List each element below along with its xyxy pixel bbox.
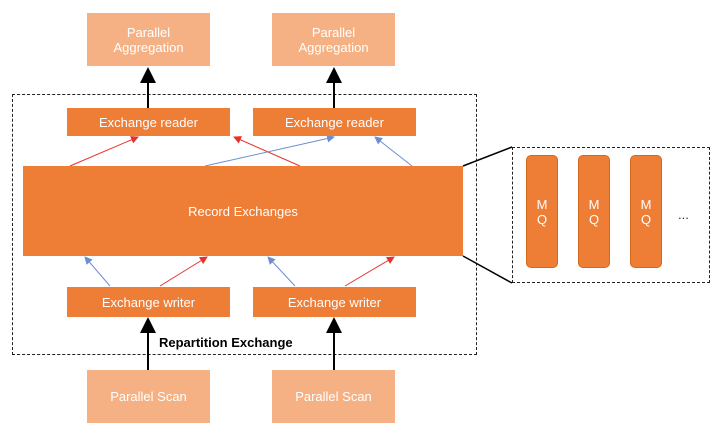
mq-node: M Q [526,155,558,268]
exchange-writer-node: Exchange writer [253,287,416,317]
mq-label-line: M [588,196,600,212]
mq-node: M Q [578,155,610,268]
mq-label-line: Q [640,211,652,227]
arrow-w2-blue [267,256,296,287]
repartition-exchange-boundary [12,94,477,355]
parallel-aggregation-node: Parallel Aggregation [87,13,210,66]
arrow-w1-blue [84,256,111,287]
zoom-line-top [462,146,513,167]
mq-label-line: Q [536,211,548,227]
node-label: Exchange writer [101,294,196,310]
arrow-blue-to-reader1 [204,134,335,167]
mq-label-line: Q [588,211,600,227]
mq-label-line: M [536,196,548,212]
node-label: Parallel Scan [295,389,372,404]
mq-label-line: M [640,196,652,212]
node-label: Exchange reader [284,114,384,130]
node-label: Parallel Scan [110,389,187,404]
exchange-reader-node: Exchange reader [253,108,416,136]
repartition-exchange-label: Repartition Exchange [159,335,293,350]
parallel-scan-node: Parallel Scan [272,370,395,423]
node-label: Record Exchanges [188,203,298,219]
arrow-w1-red [159,256,208,287]
mq-group-boundary [512,147,710,283]
parallel-aggregation-node: Parallel Aggregation [272,13,395,66]
mq-node: M Q [630,155,662,268]
arrow-blue-to-reader2 [374,136,413,167]
arrow-red-to-reader2 [233,136,301,167]
record-exchanges-node: Record Exchanges [23,166,463,256]
arrow-w2-red [344,256,395,287]
node-label: Exchange writer [287,294,382,310]
node-label-line: Aggregation [298,39,369,55]
node-label-line: Parallel [126,24,171,40]
zoom-line-bottom [462,255,513,284]
exchange-reader-node: Exchange reader [67,108,230,136]
parallel-scan-node: Parallel Scan [87,370,210,423]
more-mq-ellipsis: ... [678,207,689,222]
node-label-line: Aggregation [113,39,184,55]
arrow-red-to-reader1 [69,136,139,167]
node-label-line: Parallel [311,24,356,40]
exchange-writer-node: Exchange writer [67,287,230,317]
node-label: Exchange reader [98,114,198,130]
